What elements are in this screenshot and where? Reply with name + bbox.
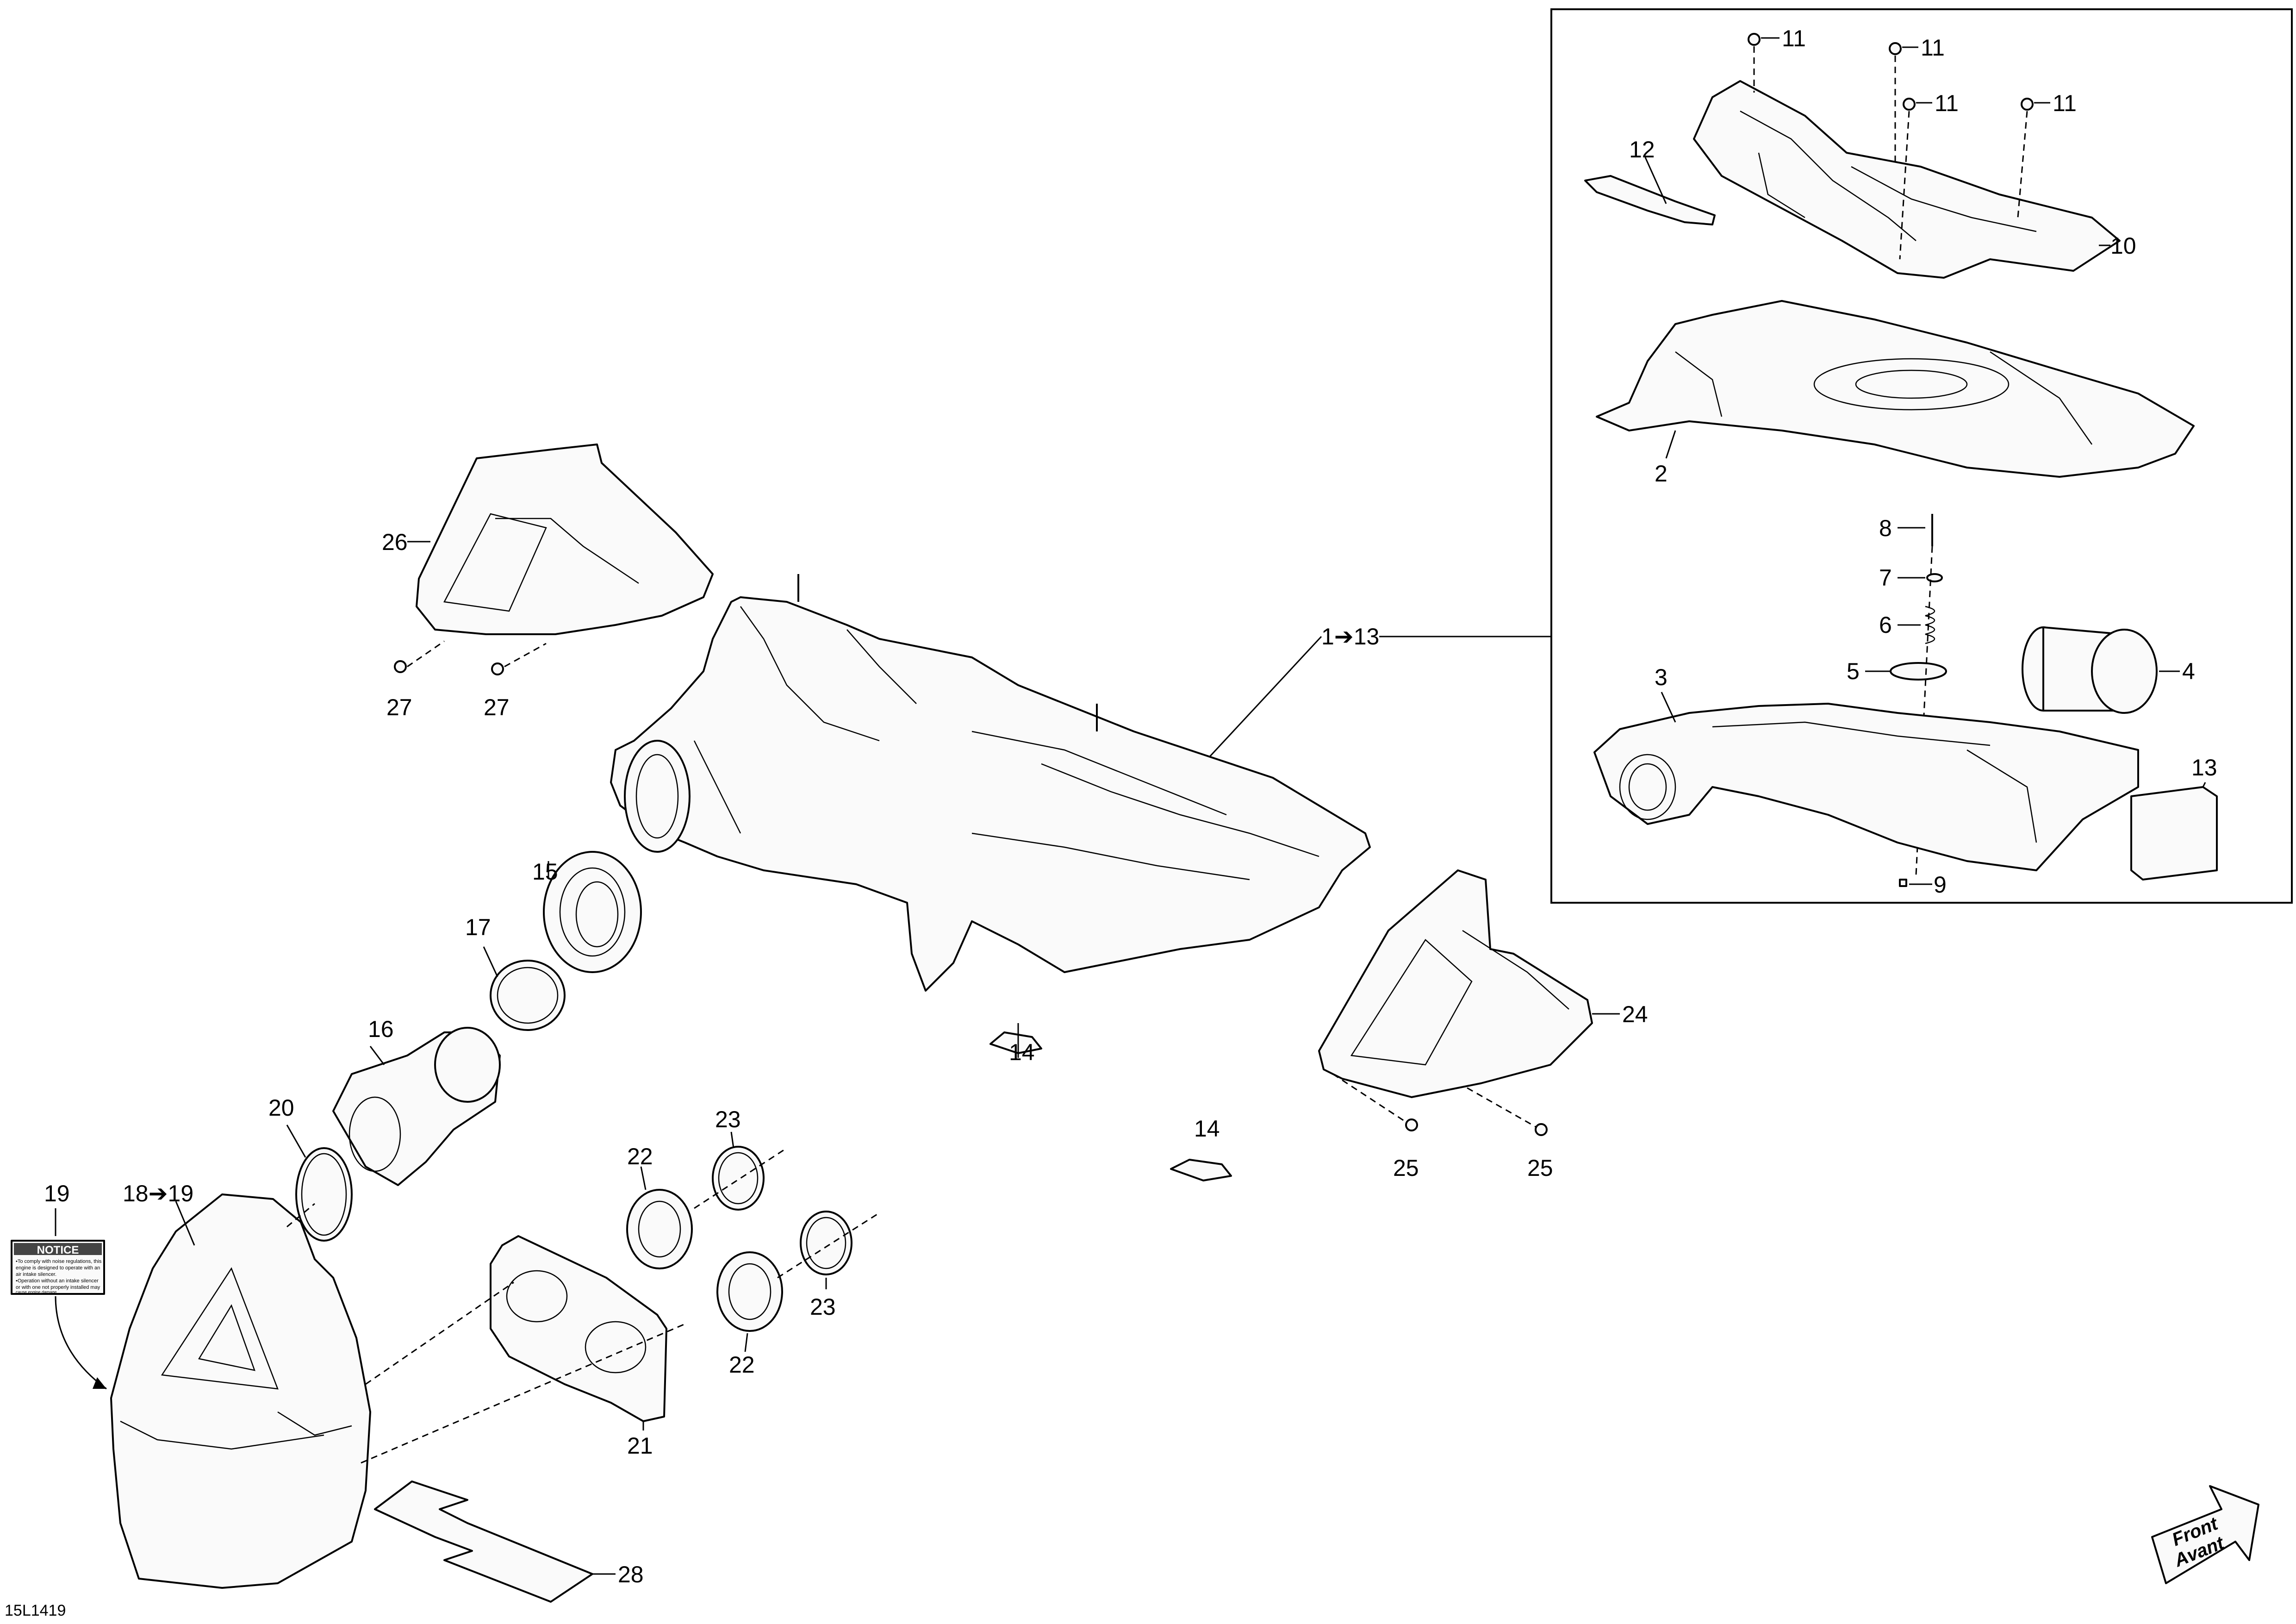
part-28-foam-pad: 28 [374, 1480, 644, 1603]
part-6-spring: 6 [1879, 606, 1935, 644]
svg-text:8: 8 [1879, 515, 1892, 541]
part-22-boots: 22 22 [626, 1143, 783, 1378]
svg-text:air intake silencer.: air intake silencer. [16, 1272, 56, 1277]
svg-text:26: 26 [382, 529, 408, 555]
svg-text:NOTICE: NOTICE [37, 1244, 79, 1256]
front-arrow-badge: Front Avant [2151, 1485, 2259, 1584]
svg-text:22: 22 [627, 1143, 653, 1169]
part-16-intake-duct: 16 [332, 1016, 501, 1186]
svg-text:4: 4 [2182, 658, 2195, 684]
svg-text:19: 19 [44, 1181, 70, 1206]
part-18-silencer: 18➔19 [110, 1181, 685, 1589]
svg-text:3: 3 [1655, 664, 1668, 690]
svg-text:23: 23 [715, 1106, 741, 1132]
svg-text:27: 27 [386, 694, 412, 720]
part-8-bolt: 8 [1879, 514, 1933, 546]
svg-text:7: 7 [1879, 565, 1892, 591]
svg-text:18➔19: 18➔19 [123, 1181, 193, 1206]
svg-text:23: 23 [810, 1294, 836, 1320]
svg-text:28: 28 [618, 1562, 644, 1587]
part-24-side-panel: 24 [1318, 869, 1648, 1098]
svg-text:15: 15 [532, 859, 558, 885]
main-airbox-housing [610, 574, 1371, 992]
part-12-foam-strip: 12 [1584, 137, 1716, 225]
svg-text:or with one not properly insta: or with one not properly installed may [16, 1285, 100, 1290]
part-20-o-ring: 20 [268, 1095, 353, 1242]
svg-text:11: 11 [1921, 35, 1945, 61]
part-9-nut: 9 [1899, 872, 1947, 898]
svg-text:27: 27 [484, 694, 510, 720]
svg-text:1➔13: 1➔13 [1321, 624, 1379, 650]
callout-1-13: 1➔13 [1198, 624, 1551, 769]
svg-text:24: 24 [1622, 1001, 1648, 1027]
svg-text:14: 14 [1009, 1039, 1035, 1065]
part-10-upper-cover: 10 [1693, 80, 2136, 279]
svg-text:14: 14 [1194, 1116, 1220, 1142]
screws-11: 11 11 11 11 [1748, 25, 2077, 260]
part-15-adapter-ring: 15 [532, 851, 642, 973]
svg-text:22: 22 [729, 1352, 755, 1378]
part-7-washer: 7 [1879, 565, 1943, 591]
part-13-pad: 13 [2130, 755, 2218, 881]
screws-27: 27 27 [386, 640, 547, 720]
svg-text:•Operation without an intake s: •Operation without an intake silencer [16, 1278, 99, 1284]
svg-text:5: 5 [1847, 658, 1860, 684]
part-5-seat: 5 [1847, 658, 1947, 684]
svg-text:10: 10 [2110, 233, 2136, 259]
inset-box [1550, 8, 2293, 904]
svg-text:•To comply with noise regulati: •To comply with noise regulations, this [16, 1259, 102, 1264]
part-17-clamp: 17 [465, 914, 566, 1031]
svg-text:2: 2 [1655, 461, 1668, 487]
svg-text:11: 11 [2053, 90, 2077, 116]
svg-text:20: 20 [268, 1095, 294, 1121]
part-3-lower-housing: 3 [1593, 664, 2139, 871]
svg-text:9: 9 [1934, 872, 1947, 898]
part-26-side-panel: 26 [382, 443, 714, 635]
notice-sticker: 19 NOTICE •To comply with noise regulati… [11, 1181, 107, 1390]
svg-text:17: 17 [465, 914, 491, 940]
part-4-intake-cap: 4 [2022, 626, 2195, 714]
part-21-mounting-plate: 21 [490, 1235, 667, 1459]
svg-text:11: 11 [1782, 25, 1806, 51]
part-14-clips: 14 14 [989, 1023, 1232, 1181]
svg-text:12: 12 [1629, 137, 1655, 162]
svg-text:16: 16 [368, 1016, 394, 1042]
part-2-middle-housing: 2 [1596, 300, 2195, 487]
part-23-clamps: 23 23 [694, 1106, 880, 1320]
svg-text:cause engine damage.: cause engine damage. [16, 1290, 58, 1294]
svg-text:engine is designed to operate: engine is designed to operate with an [16, 1265, 100, 1271]
svg-text:25: 25 [1527, 1155, 1553, 1181]
svg-text:6: 6 [1879, 612, 1892, 638]
svg-text:11: 11 [1935, 90, 1959, 116]
svg-text:13: 13 [2191, 755, 2217, 781]
drawing-id: 15L1419 [5, 1602, 66, 1619]
svg-text:21: 21 [627, 1433, 653, 1459]
screws-25: 25 25 [1332, 1073, 1553, 1181]
svg-text:25: 25 [1393, 1155, 1419, 1181]
